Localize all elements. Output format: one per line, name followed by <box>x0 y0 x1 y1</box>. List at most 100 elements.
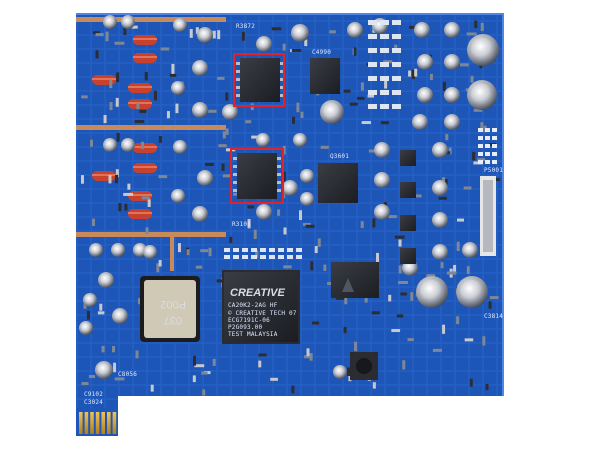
smd-part <box>86 310 90 320</box>
smd-part <box>329 30 336 34</box>
solder-pad <box>392 34 401 39</box>
smd-part <box>112 345 116 353</box>
smd-part <box>258 360 262 368</box>
smd-part <box>225 128 229 135</box>
smd-part <box>411 69 415 80</box>
solder-pad <box>260 255 266 259</box>
smd-part <box>414 68 418 77</box>
smd-part <box>222 131 226 139</box>
solder-pad <box>296 255 302 259</box>
smd-part <box>472 151 476 161</box>
smd-part <box>277 209 281 216</box>
solder-pad <box>492 136 497 140</box>
smd-part <box>225 92 229 101</box>
smd-part <box>440 262 444 269</box>
power-inductor: 037 P002 <box>140 276 200 342</box>
solder-pad <box>251 255 257 259</box>
smd-part <box>109 79 113 89</box>
gold-finger <box>79 412 83 434</box>
smd-part <box>212 30 216 39</box>
smd-part <box>282 43 286 51</box>
smd-part <box>247 219 251 229</box>
solder-pad <box>478 136 483 140</box>
smd-part <box>488 301 492 309</box>
smd-part <box>398 239 402 247</box>
smd-part <box>189 29 193 38</box>
solder-pad <box>260 248 266 252</box>
smd-part <box>320 145 329 149</box>
smd-part <box>80 175 84 184</box>
smd-part <box>353 47 357 56</box>
smd-part <box>282 171 286 182</box>
smd-part <box>383 60 393 64</box>
smd-part <box>456 316 460 325</box>
silkscreen-labels: R3872 C4990 C8056 C9102 R3108 Q3601 C381… <box>84 23 503 406</box>
solder-pad <box>380 34 389 39</box>
smd-part <box>115 174 119 184</box>
smd-part <box>473 108 483 112</box>
silk-label-8: P5001 <box>484 167 503 174</box>
smd-part <box>349 102 358 106</box>
solder-pad <box>368 34 377 39</box>
highlight-box-top <box>233 53 285 107</box>
solder-pad <box>392 20 401 25</box>
smd-part <box>195 27 199 34</box>
solder-pad <box>485 144 490 148</box>
smd-part <box>348 373 352 382</box>
smd-part <box>192 375 196 383</box>
smd-part <box>296 102 300 113</box>
smd-part <box>408 70 412 77</box>
smd-part <box>398 265 402 274</box>
smd-part <box>426 274 436 278</box>
smd-part <box>116 132 120 142</box>
smd-part <box>310 261 314 271</box>
smd-part <box>394 235 405 239</box>
solder-pad <box>392 76 401 81</box>
smd-part <box>141 141 145 150</box>
smd-part <box>255 250 259 259</box>
smd-part <box>323 264 327 271</box>
gold-finger <box>107 412 111 434</box>
smd-part <box>158 136 162 143</box>
smd-part <box>114 41 125 45</box>
smd-part <box>410 292 414 301</box>
smd-part <box>480 122 484 130</box>
solder-pad <box>485 128 490 132</box>
smd-part <box>169 73 177 77</box>
smd-part <box>200 249 209 253</box>
smd-part <box>305 224 315 228</box>
smd-part <box>156 263 160 273</box>
solder-pad <box>380 62 389 67</box>
smd-part <box>306 348 310 357</box>
smd-part <box>114 377 125 381</box>
smd-part <box>480 22 484 32</box>
smd-part <box>134 120 145 124</box>
smd-part <box>400 292 407 296</box>
smd-part <box>216 279 226 283</box>
ic-top-middle <box>310 58 340 94</box>
smd-part <box>194 364 205 368</box>
solder-pad <box>492 144 497 148</box>
smd-part <box>283 265 292 269</box>
smd-part <box>115 97 119 107</box>
smd-part <box>304 39 308 47</box>
solder-pad <box>368 76 377 81</box>
smd-part <box>372 382 376 389</box>
smd-part <box>253 229 257 239</box>
silk-label-7: C3814 <box>484 313 503 320</box>
solder-pad <box>224 248 230 252</box>
smd-part <box>429 73 433 81</box>
smd-part <box>123 192 134 196</box>
solder-pad <box>368 90 377 95</box>
silk-label-5: R3108 <box>232 221 251 228</box>
smd-part <box>177 243 181 253</box>
pci-e-gold-fingers <box>76 408 118 436</box>
smd-part <box>343 326 347 334</box>
smd-part <box>158 175 168 179</box>
flex-connector <box>480 176 496 256</box>
smd-part <box>291 49 302 53</box>
smd-part <box>118 203 122 212</box>
smd-part <box>212 358 216 366</box>
solder-pad <box>368 48 377 53</box>
solder-pad <box>492 128 497 132</box>
